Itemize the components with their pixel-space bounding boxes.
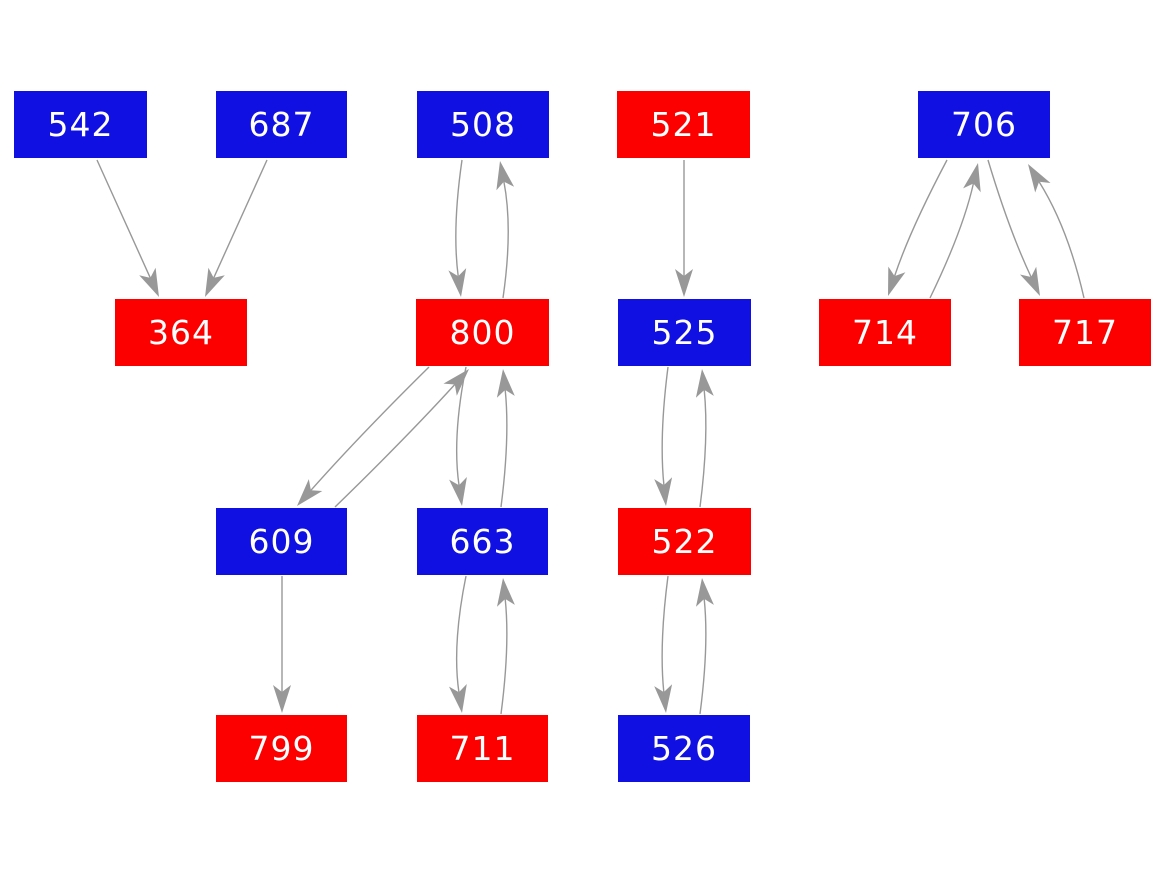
arrowhead-800-to-508 [496,161,515,191]
edge-663-to-711 [455,575,467,693]
node-label-526: 526 [651,729,717,768]
graph-node-609: 609 [216,508,347,575]
node-label-508: 508 [450,105,516,144]
edge-687-to-364 [213,159,268,279]
graph-node-522: 522 [618,508,751,575]
edge-717-to-706 [1038,181,1085,299]
node-label-711: 711 [449,729,516,768]
node-label-542: 542 [47,105,114,144]
edge-714-to-706 [929,183,975,299]
edge-800-to-508 [502,181,509,299]
arrowhead-522-to-526 [654,684,673,713]
graph-node-525: 525 [618,299,751,366]
arrowhead-609-to-799 [273,685,291,713]
node-label-522: 522 [651,522,718,561]
graph-node-542: 542 [14,91,147,158]
arrowhead-542-to-364 [139,267,159,297]
edge-800-to-663 [455,366,467,486]
arrowhead-663-to-800 [496,369,515,398]
arrowhead-717-to-706 [1028,164,1051,193]
edge-663-to-800 [500,389,508,508]
graph-node-706: 706 [918,91,1050,158]
node-label-521: 521 [650,105,717,144]
arrowhead-687-to-364 [205,267,225,297]
node-label-364: 364 [148,313,214,352]
arrowhead-521-to-525 [675,269,693,297]
node-label-706: 706 [951,105,1017,144]
arrowhead-711-to-663 [497,578,515,607]
graph-node-800: 800 [416,299,549,366]
graph-node-364: 364 [115,299,247,366]
edge-609-to-800 [334,384,456,508]
graph-node-711: 711 [417,715,548,782]
edge-706-to-714 [893,159,948,277]
node-label-687: 687 [248,105,315,144]
arrowhead-800-to-609 [297,479,323,506]
node-label-525: 525 [651,313,718,352]
arrowhead-706-to-717 [1020,266,1040,296]
node-label-800: 800 [449,313,516,352]
edge-525-to-522 [661,366,669,486]
graph-node-508: 508 [417,91,549,158]
arrowhead-526-to-522 [696,578,714,607]
graph-node-714: 714 [819,299,951,366]
arrowhead-706-to-714 [888,266,906,296]
edge-508-to-800 [455,159,463,277]
graph-node-717: 717 [1019,299,1151,366]
node-label-714: 714 [852,313,918,352]
edge-706-to-717 [987,159,1032,278]
graph-node-526: 526 [618,715,750,782]
arrowhead-714-to-706 [963,163,981,193]
node-label-663: 663 [449,522,516,561]
graph-node-663: 663 [417,508,548,575]
arrowhead-663-to-711 [449,684,467,713]
edge-522-to-525 [699,389,707,508]
edge-711-to-663 [500,598,508,715]
arrowhead-609-to-800 [443,369,469,396]
graph-node-687: 687 [216,91,347,158]
node-label-609: 609 [248,522,315,561]
graph-node-799: 799 [216,715,347,782]
arrowhead-522-to-525 [695,369,714,398]
arrowhead-508-to-800 [448,268,467,297]
edge-542-to-364 [96,159,151,279]
arrowhead-800-to-663 [449,477,467,506]
edge-800-to-609 [310,366,430,491]
node-label-717: 717 [1052,313,1118,352]
edge-526-to-522 [699,598,707,715]
graph-node-521: 521 [617,91,750,158]
edge-522-to-526 [661,575,669,693]
arrowhead-525-to-522 [654,477,673,506]
node-label-799: 799 [248,729,315,768]
